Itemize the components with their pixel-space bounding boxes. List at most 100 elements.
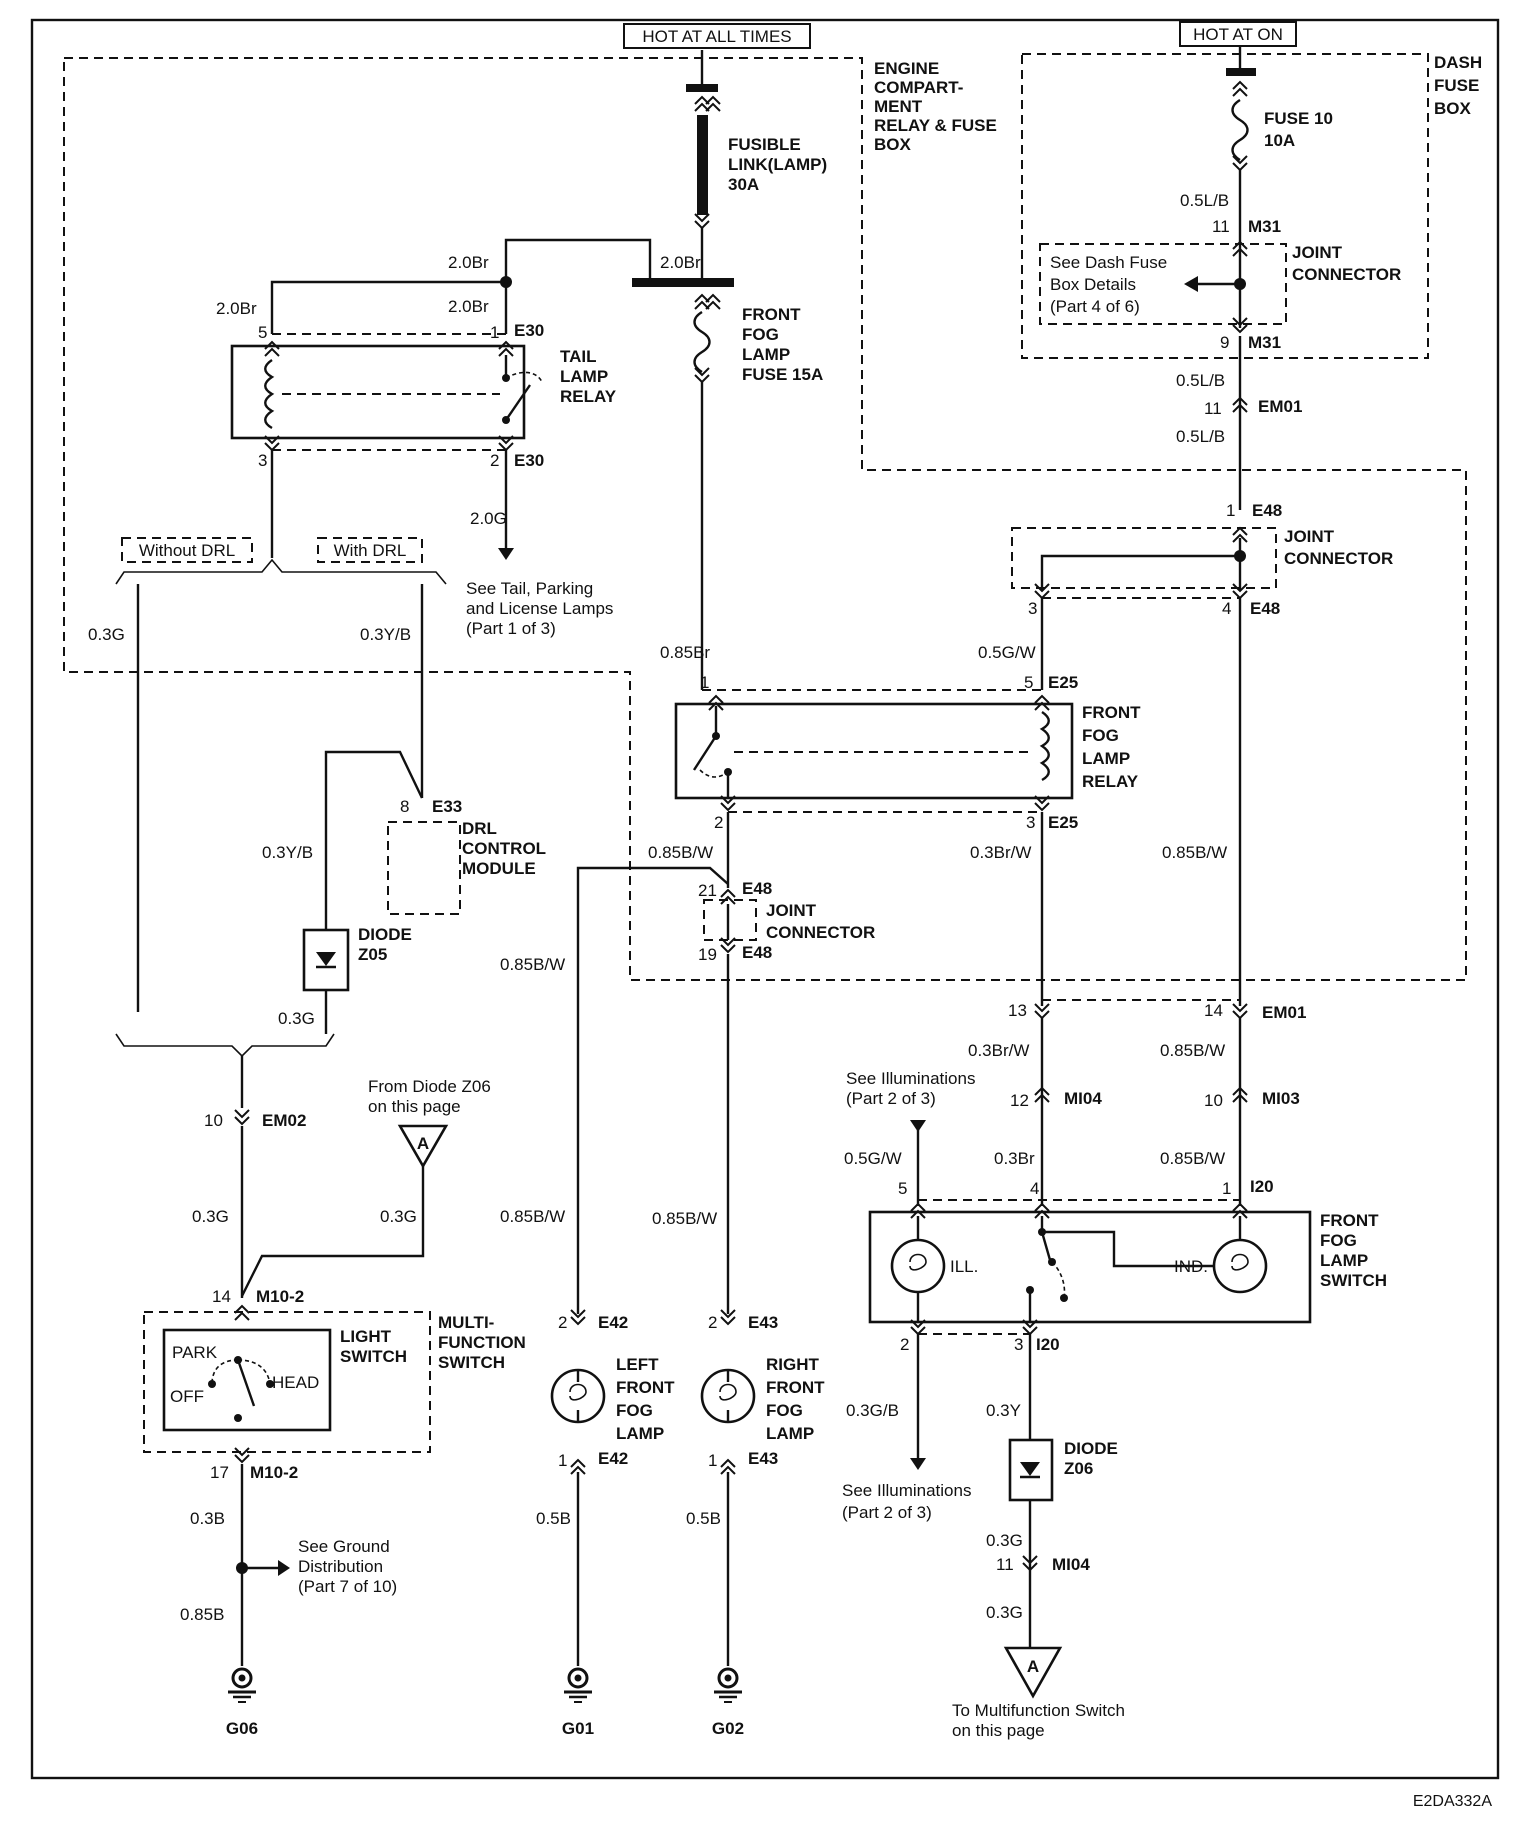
fusible-link-label-3: 30A bbox=[728, 175, 759, 194]
fog-fuse-label-3: LAMP bbox=[742, 345, 790, 364]
wire-0-3g-em02: 0.3G bbox=[192, 1207, 229, 1226]
switch-ill-label: ILL. bbox=[950, 1257, 978, 1276]
ground-dist-line-3: (Part 7 of 10) bbox=[298, 1577, 397, 1596]
conn-m31-bottom: M31 bbox=[1248, 333, 1281, 352]
multi-function-switch bbox=[143, 1311, 431, 1453]
wire-03g-z06: 0.3G bbox=[986, 1531, 1023, 1550]
conn-e48-21: E48 bbox=[742, 879, 772, 898]
tail-relay-label-1: TAIL bbox=[560, 347, 597, 366]
wire-05lb-2: 0.5L/B bbox=[1176, 371, 1225, 390]
pin-mi03-10: 10 bbox=[1204, 1091, 1223, 1110]
wire-03g-mi04: 0.3G bbox=[986, 1603, 1023, 1622]
diode-z06-label-1: DIODE bbox=[1064, 1439, 1118, 1458]
pin-e33-8: 8 bbox=[400, 797, 409, 816]
pin-em01-14: 14 bbox=[1204, 1001, 1223, 1020]
pin-em02-10: 10 bbox=[204, 1111, 223, 1130]
conn-mi04-bottom: MI04 bbox=[1052, 1555, 1090, 1574]
pin-em01-11: 11 bbox=[1204, 399, 1222, 418]
banner-hot-all-box bbox=[623, 23, 811, 49]
front-fog-lamp-relay bbox=[674, 702, 1074, 800]
pin-tail-5: 5 bbox=[258, 323, 267, 342]
tail-ref-line-2: and License Lamps bbox=[466, 599, 613, 618]
wire-085bw-r1: 0.85B/W bbox=[1162, 843, 1227, 862]
illum-top-line-1: See Illuminations bbox=[846, 1069, 975, 1088]
diagram-frame bbox=[30, 18, 1500, 1780]
wire-03y: 0.3Y bbox=[986, 1401, 1021, 1420]
pin-e48-3: 3 bbox=[1028, 599, 1037, 618]
illum-bottom-line-2: (Part 2 of 3) bbox=[842, 1503, 932, 1522]
front-fog-lamp-switch bbox=[868, 1210, 1312, 1324]
fog-switch-label-1: FRONT bbox=[1320, 1211, 1379, 1230]
offpage-a-marker bbox=[397, 1124, 449, 1169]
conn-em01-top: EM01 bbox=[1258, 397, 1302, 416]
pin-e25-5: 5 bbox=[1024, 673, 1033, 692]
banner-hot-all-times: HOT AT ALL TIMES bbox=[642, 27, 791, 46]
light-switch-park: PARK bbox=[172, 1343, 218, 1362]
fog-fuse-label-4: FUSE 15A bbox=[742, 365, 823, 384]
tail-ref-line-1: See Tail, Parking bbox=[466, 579, 593, 598]
pin-e43-2: 2 bbox=[708, 1313, 717, 1332]
fuse10-label-2: 10A bbox=[1264, 131, 1295, 150]
diagram-code: E2DA332A bbox=[1413, 1793, 1492, 1810]
wire-0-85br: 0.85Br bbox=[660, 643, 710, 662]
pin-i20-1: 1 bbox=[1222, 1179, 1231, 1198]
wire-2-0br-bus: 2.0Br bbox=[660, 253, 701, 272]
fog-switch-label-2: FOG bbox=[1320, 1231, 1357, 1250]
left-lamp-label-1: LEFT bbox=[616, 1355, 659, 1374]
right-lamp-label-1: RIGHT bbox=[766, 1355, 820, 1374]
wire-03gb: 0.3G/B bbox=[846, 1401, 899, 1420]
conn-e48-19: E48 bbox=[742, 943, 772, 962]
wire-05b-left: 0.5B bbox=[536, 1509, 571, 1528]
diode-z06-label-2: Z06 bbox=[1064, 1459, 1093, 1478]
wire-05gw-relay: 0.5G/W bbox=[978, 643, 1036, 662]
conn-m10-2-bottom: M10-2 bbox=[250, 1463, 298, 1482]
diode-z05-icon bbox=[316, 952, 336, 966]
to-multi-line-1: To Multifunction Switch bbox=[952, 1701, 1125, 1720]
engine-box-label-3: MENT bbox=[874, 97, 923, 116]
engine-box-label-1: ENGINE bbox=[874, 59, 939, 78]
fog-relay-label-4: RELAY bbox=[1082, 772, 1139, 791]
engine-box-label-2: COMPART- bbox=[874, 78, 963, 97]
wire-0-3g-diode: 0.3G bbox=[278, 1009, 315, 1028]
conn-e42-top: E42 bbox=[598, 1313, 628, 1332]
wire-085bw-r2: 0.85B/W bbox=[1160, 1041, 1225, 1060]
option-without-drl: Without DRL bbox=[139, 541, 235, 560]
pin-i20-4: 4 bbox=[1030, 1179, 1039, 1198]
conn-m31-top: M31 bbox=[1248, 217, 1281, 236]
dash-box-label-3: BOX bbox=[1434, 99, 1472, 118]
light-switch-label-1: LIGHT bbox=[340, 1327, 392, 1346]
wire-05b-right: 0.5B bbox=[686, 1509, 721, 1528]
ground-dist-line-1: See Ground bbox=[298, 1537, 390, 1556]
joint-connector-upper bbox=[1011, 527, 1277, 589]
dash-details-line-1: See Dash Fuse bbox=[1050, 253, 1167, 272]
bus-bar-fog bbox=[632, 278, 734, 287]
pin-tail-3: 3 bbox=[258, 451, 267, 470]
conn-em01-bottom: EM01 bbox=[1262, 1003, 1306, 1022]
pin-i20-3: 3 bbox=[1014, 1335, 1023, 1354]
wire-03brw-1: 0.3Br/W bbox=[970, 843, 1031, 862]
pin-mi04-12: 12 bbox=[1010, 1091, 1029, 1110]
wire-0-3yb-mid: 0.3Y/B bbox=[262, 843, 313, 862]
pin-e25-3: 3 bbox=[1026, 813, 1035, 832]
pin-e43-1: 1 bbox=[708, 1451, 717, 1470]
left-lamp-filament-icon bbox=[569, 1383, 587, 1401]
fusible-link-label-1: FUSIBLE bbox=[728, 135, 801, 154]
fusible-link-label-2: LINK(LAMP) bbox=[728, 155, 827, 174]
tail-relay-contact bbox=[505, 384, 531, 421]
wire-03brw-2: 0.3Br/W bbox=[968, 1041, 1029, 1060]
from-z06-line-1: From Diode Z06 bbox=[368, 1077, 491, 1096]
fuse-10-icon bbox=[1231, 98, 1249, 162]
diode-z05-label-2: Z05 bbox=[358, 945, 387, 964]
dash-details-line-3: (Part 4 of 6) bbox=[1050, 297, 1140, 316]
conn-mi03: MI03 bbox=[1262, 1089, 1300, 1108]
indicator-lamp-icon bbox=[1212, 1238, 1268, 1294]
fog-fuse-label-1: FRONT bbox=[742, 305, 801, 324]
dash-joint-label-2: CONNECTOR bbox=[1292, 265, 1401, 284]
wire-2-0br-left: 2.0Br bbox=[216, 299, 257, 318]
wire-05lb-3: 0.5L/B bbox=[1176, 427, 1225, 446]
bus-bar-top bbox=[686, 84, 718, 92]
conn-e30-top: E30 bbox=[514, 321, 544, 340]
fog-relay-contact bbox=[692, 735, 718, 771]
dash-box-label-1: DASH bbox=[1434, 53, 1482, 72]
dash-details-line-2: Box Details bbox=[1050, 275, 1136, 294]
